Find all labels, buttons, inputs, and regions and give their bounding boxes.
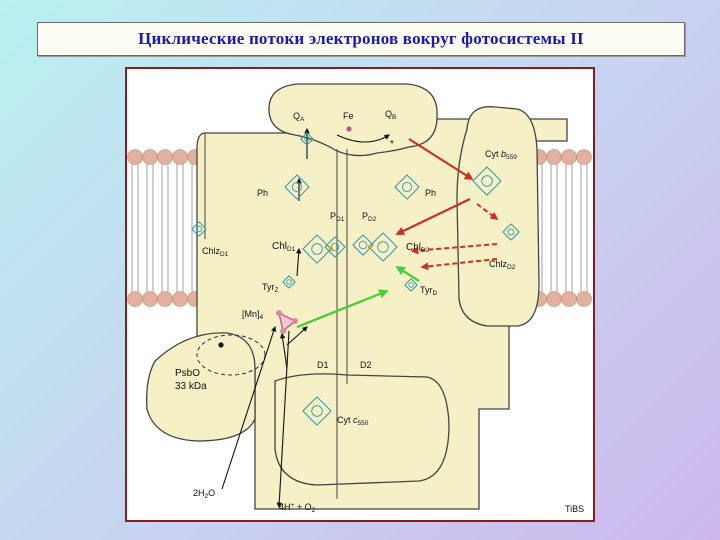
chlz-d2-molecule xyxy=(502,223,520,241)
label-tyr-z: TyrZ xyxy=(262,282,279,294)
tyrd-oxidation-arrows xyxy=(296,265,420,329)
ph-left-molecule xyxy=(284,174,310,200)
cyt-c550-heme xyxy=(302,396,332,426)
label-tyr-d: TyrD xyxy=(420,285,438,297)
label-pd2: PD2 xyxy=(362,211,377,223)
label-pd1: PD1 xyxy=(330,211,345,223)
fe-dot xyxy=(346,126,352,132)
chlz-d1-molecule xyxy=(191,221,207,237)
lipid-bilayer-left xyxy=(127,149,203,307)
label-fe: Fe xyxy=(343,111,354,121)
label-ph-left: Ph xyxy=(257,188,268,198)
cofactors xyxy=(191,132,520,426)
figure-frame: QA Fe QB * Cyt b559 Ph Ph PD1 PD2 ChlzD1… xyxy=(125,67,595,522)
label-credit: TiBS xyxy=(565,504,584,514)
label-d1: D1 xyxy=(317,360,329,370)
qa-molecule xyxy=(300,132,314,146)
cl-ion-dot xyxy=(218,342,224,348)
mn-cluster xyxy=(276,310,298,334)
tyr-z-molecule xyxy=(282,275,296,289)
psbo-subunit xyxy=(146,332,256,442)
slide-title: Циклические потоки электронов вокруг фот… xyxy=(138,29,584,48)
chl-d1-molecule xyxy=(302,234,332,264)
cyclic-electron-flow xyxy=(395,138,499,271)
label-chl-d1: ChlD1 xyxy=(272,241,296,253)
ph-right-molecule xyxy=(394,174,420,200)
label-star: * xyxy=(390,139,394,150)
label-qb: QB xyxy=(385,109,396,121)
cytochrome-b559-domain xyxy=(456,106,540,327)
linear-electron-path xyxy=(221,127,390,509)
title-box: Циклические потоки электронов вокруг фот… xyxy=(37,22,685,56)
tyr-d-molecule xyxy=(404,278,418,292)
label-cyt-c550: Cyt c550 xyxy=(337,415,369,427)
label-water: 2H2O xyxy=(193,488,215,500)
psbo-dashed-boundary xyxy=(196,334,266,376)
label-qa: QA xyxy=(293,111,305,123)
label-psbo-name: PsbO xyxy=(175,368,200,379)
label-ph-right: Ph xyxy=(425,188,436,198)
label-products: 4H+ + O2 xyxy=(279,502,316,514)
photosystem-ii-diagram: QA Fe QB * Cyt b559 Ph Ph PD1 PD2 ChlzD1… xyxy=(127,83,592,514)
label-cyt-b559: Cyt b559 xyxy=(485,149,517,161)
label-chl-d2: ChlD2 xyxy=(406,242,430,254)
label-d2: D2 xyxy=(360,360,372,370)
cyt-b559-heme xyxy=(472,166,502,196)
lipid-bilayer-right xyxy=(531,149,592,307)
p680-dot-right xyxy=(367,244,373,250)
p680-dot-left xyxy=(328,246,334,252)
pd2-molecule xyxy=(352,234,374,256)
label-psbo-mass: 33 kDa xyxy=(175,381,207,392)
label-chlz-d1: ChlzD1 xyxy=(202,246,229,258)
label-chlz-d2: ChlzD2 xyxy=(489,259,516,271)
label-mn4: [Mn]4 xyxy=(242,309,264,321)
cytochrome-c550-subunit xyxy=(274,373,450,486)
